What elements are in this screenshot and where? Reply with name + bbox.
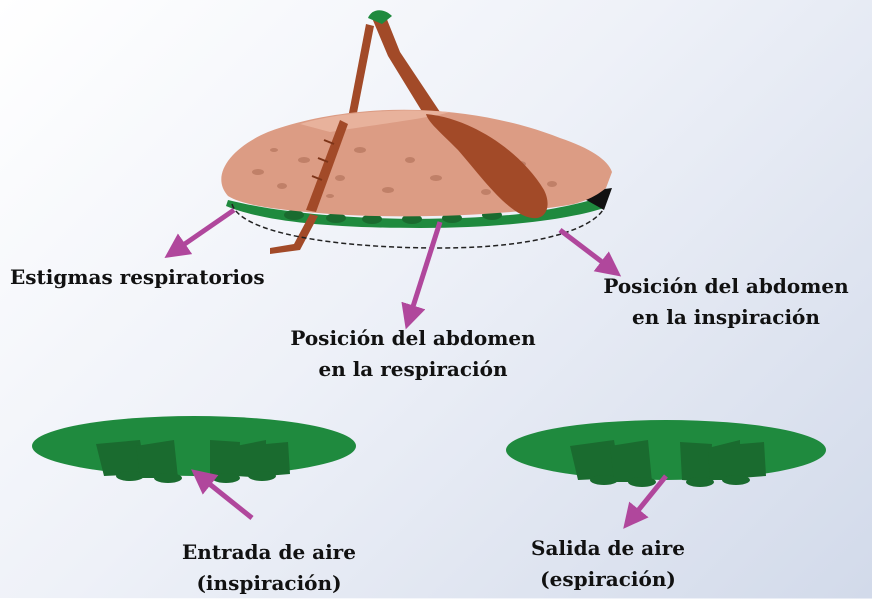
label-air-in-line1: Entrada de aire — [182, 540, 356, 564]
abdomen-segment-inhale-icon — [32, 416, 356, 483]
label-abdomen-exhale-line2: en la respiración — [318, 357, 508, 381]
label-abdomen-exhale: Posición del abdomen en la respiración — [284, 323, 542, 385]
body — [221, 109, 612, 217]
abdomen-dashed-outline — [231, 203, 605, 249]
label-stigmata: Estigmas respiratorios — [10, 262, 265, 293]
front-leg-lower — [306, 120, 348, 212]
arrow-stigmata — [164, 207, 236, 258]
label-abdomen-inhale: Posición del abdomen en la inspiración — [598, 271, 854, 333]
body-spots — [252, 139, 557, 198]
hind-leg-top-green — [368, 10, 392, 24]
green-underside — [226, 194, 608, 228]
label-abdomen-exhale-line1: Posición del abdomen — [290, 326, 536, 350]
arrow-abdomen-inhale — [558, 228, 622, 277]
label-air-out: Salida de aire (espiración) — [520, 533, 696, 595]
label-air-out-line1: Salida de aire — [531, 536, 685, 560]
label-abdomen-inhale-line1: Posición del abdomen — [603, 274, 849, 298]
arrow-abdomen-exhale — [401, 221, 443, 330]
arrow-air-out — [623, 474, 668, 529]
label-air-out-line2: (espiración) — [540, 567, 676, 591]
grasshopper-icon — [221, 10, 612, 254]
leg-spines — [311, 139, 335, 181]
hind-leg-upper — [372, 12, 440, 118]
label-air-in-line2: (inspiración) — [196, 571, 342, 595]
front-leg — [348, 24, 374, 118]
label-abdomen-inhale-line2: en la inspiración — [632, 305, 820, 329]
arrow-air-in — [191, 469, 254, 520]
label-stigmata-text: Estigmas respiratorios — [10, 265, 265, 289]
front-leg-foot — [270, 214, 318, 254]
hind-leg-femur — [426, 114, 548, 219]
abdomen-segment-exhale-icon — [506, 420, 826, 487]
label-air-in: Entrada de aire (inspiración) — [168, 537, 370, 599]
